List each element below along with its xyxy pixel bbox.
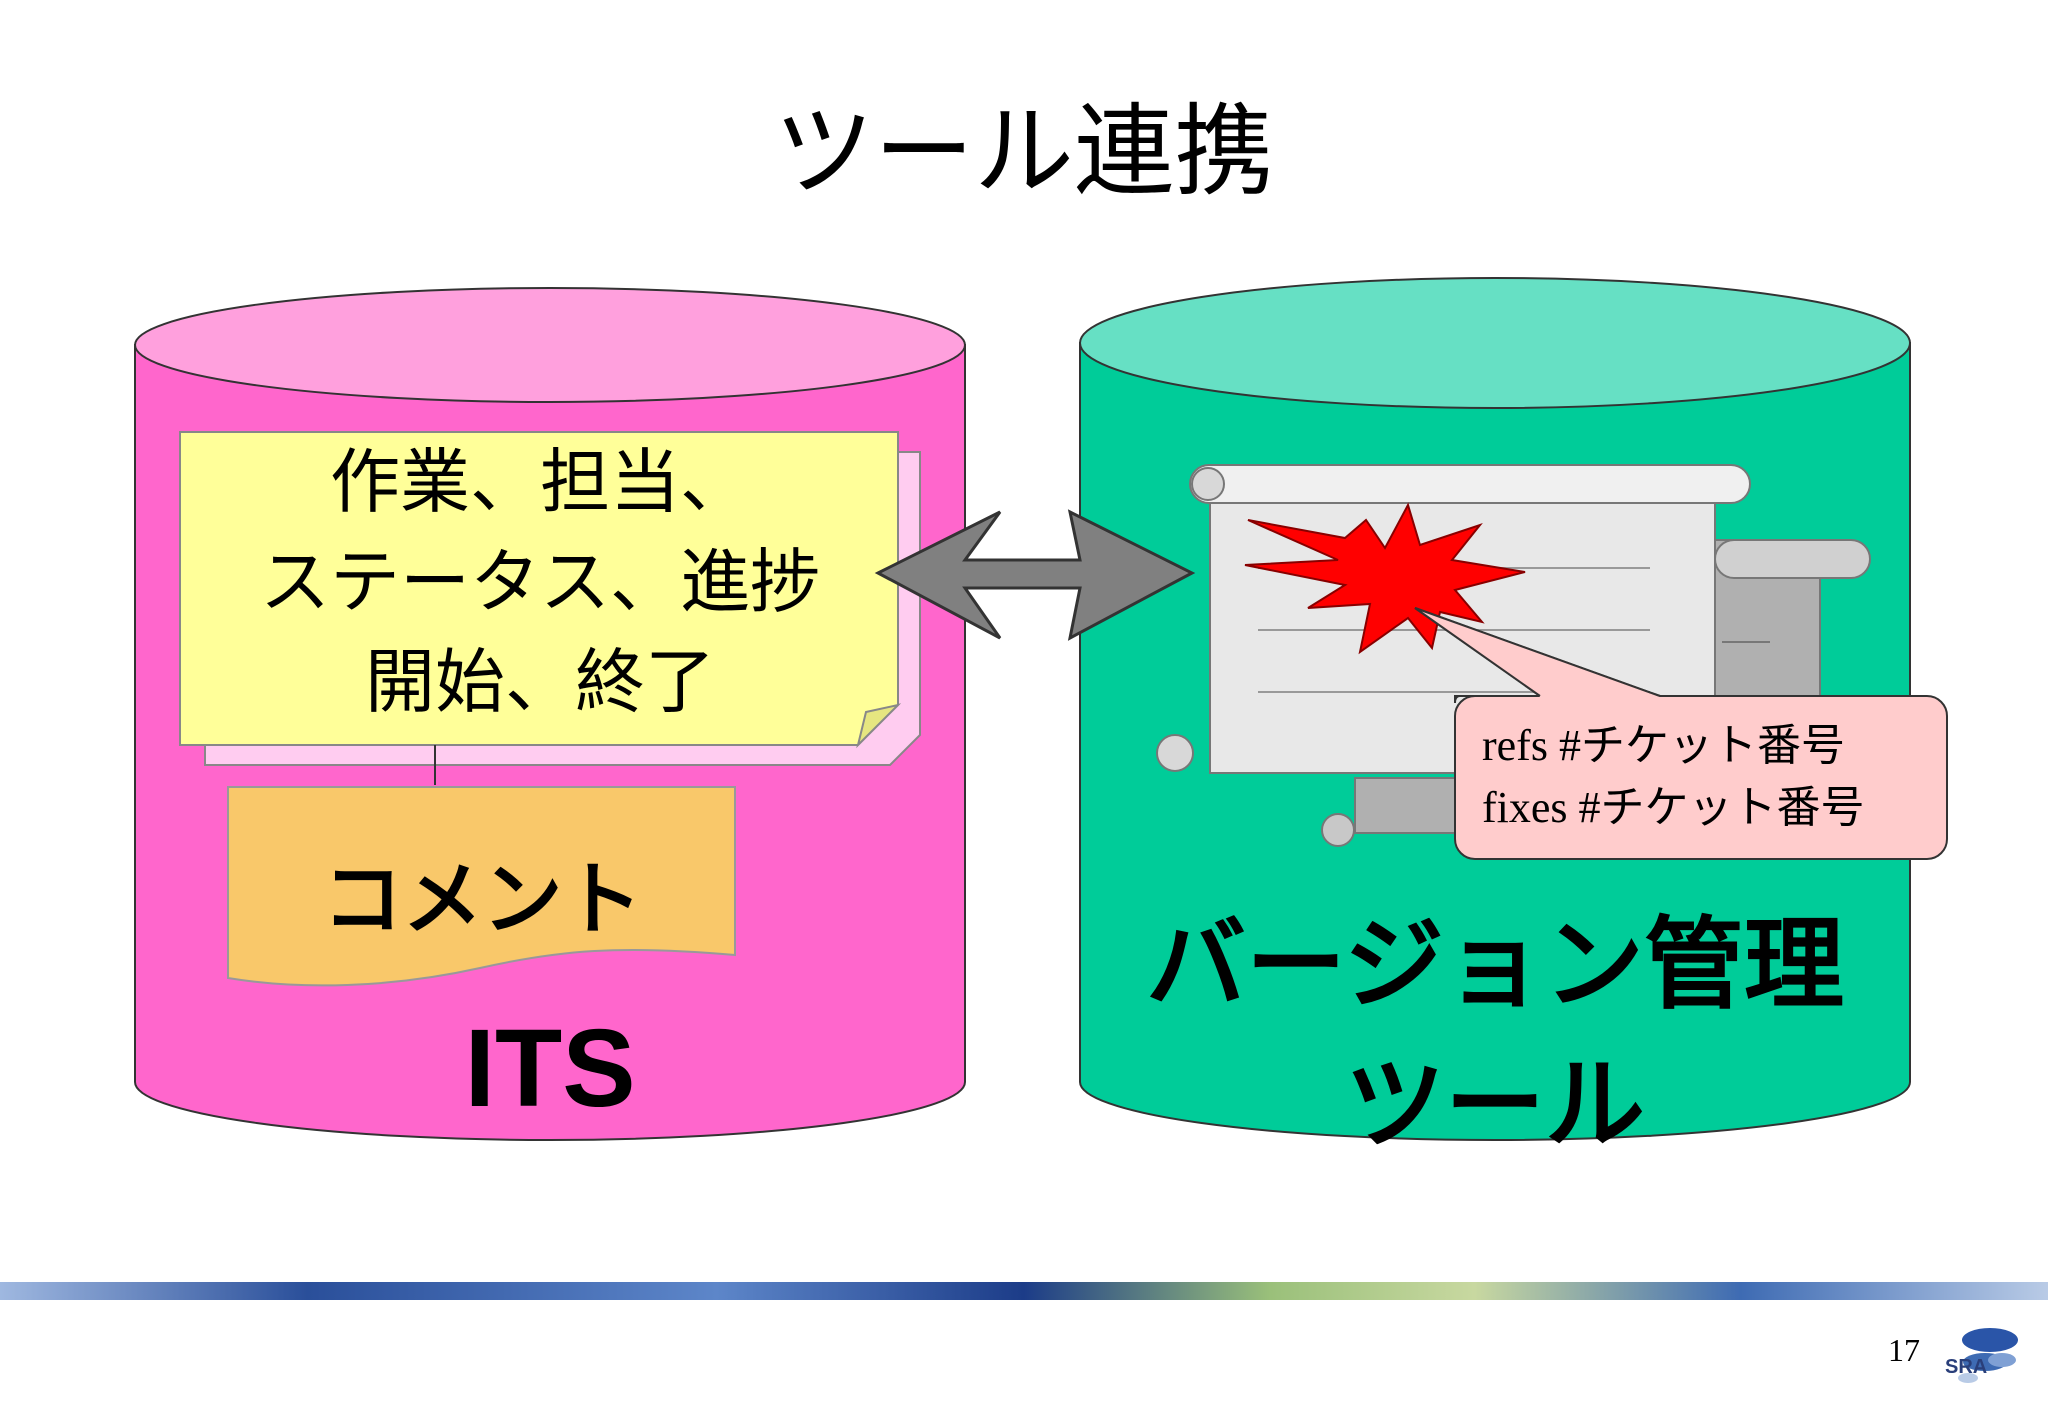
ticket-note-line: ステータス、進捗 [260, 541, 820, 623]
burst-icon [1244, 502, 1526, 655]
ticket-note-line: 作業、担当、 [330, 441, 750, 523]
vcs-label-line: ツール [1345, 1046, 1645, 1163]
comment-document [227, 786, 736, 987]
vcs-label-line: バージョン管理 [1146, 906, 1844, 1023]
footer-band [0, 1282, 2048, 1300]
ticket-note-line: 開始、終了 [365, 641, 715, 723]
sra-logo [1958, 1328, 2018, 1383]
slide-title: ツール連携 [774, 93, 1274, 210]
callout-text: refs #チケット番号 fixes #チケット番号 [1482, 715, 1952, 839]
double-arrow-icon [874, 509, 1196, 641]
comment-label: コメント [322, 853, 643, 946]
ticket-note-text: 作業、担当、 ステータス、進捗 開始、終了 [185, 432, 895, 732]
page-number: 17 [1888, 1332, 1920, 1368]
callout-line: fixes #チケット番号 [1482, 783, 1865, 832]
ticket-note [179, 431, 921, 785]
its-label: ITS [464, 1007, 636, 1130]
callout-line: refs #チケット番号 [1482, 721, 1845, 770]
vcs-label: バージョン管理 ツール [1080, 895, 1910, 1175]
